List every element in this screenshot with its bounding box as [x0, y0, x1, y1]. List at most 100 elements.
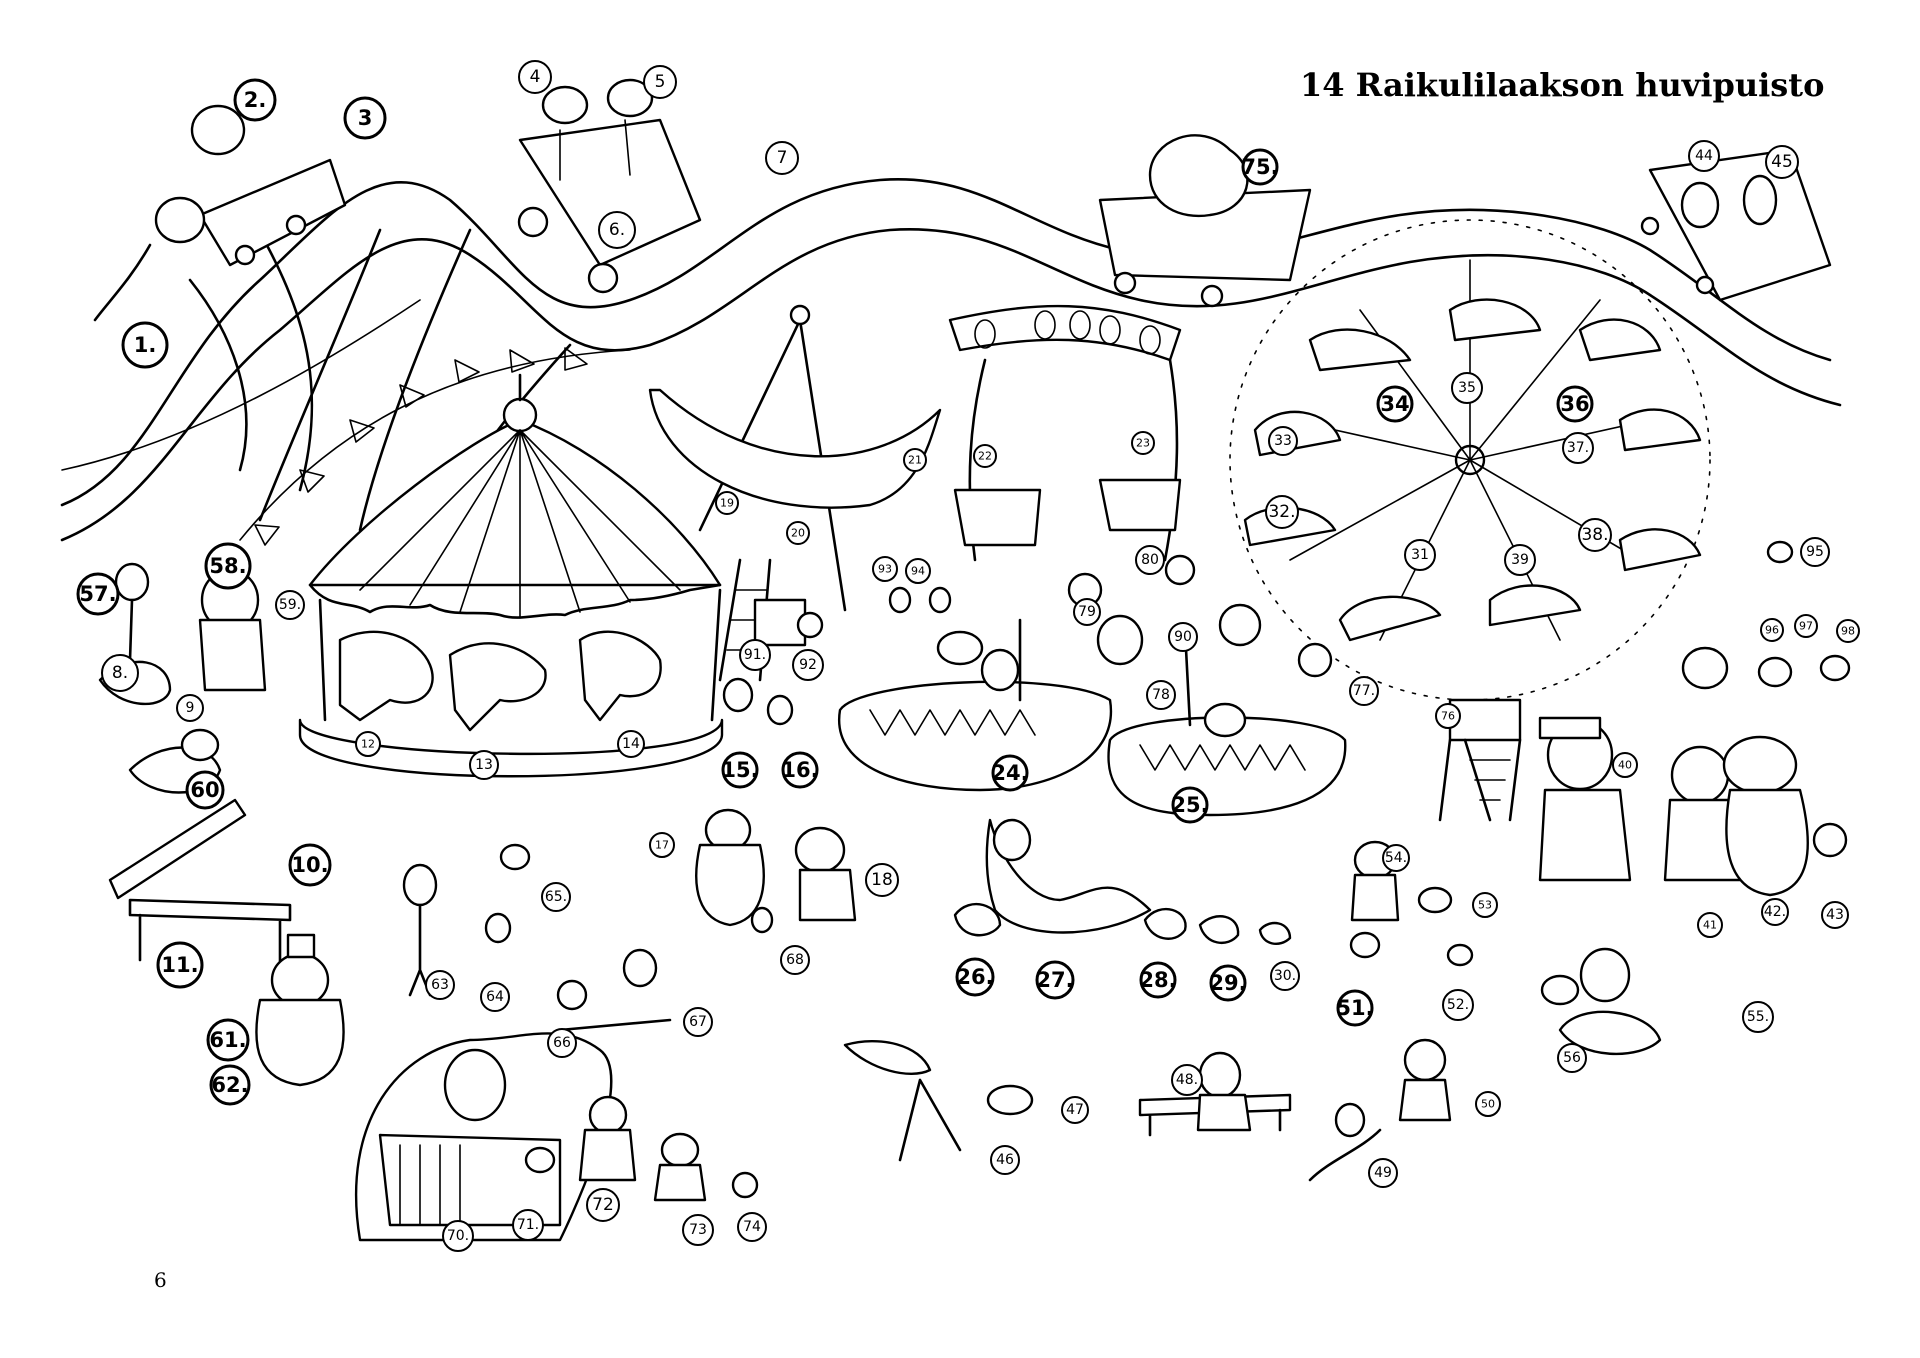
callout-37: 37. [1562, 432, 1594, 464]
page-number: 6 [154, 1268, 167, 1292]
page-title: 14 Raikulilaakson huvipuisto [1300, 66, 1825, 104]
callout-60: 60 [185, 770, 225, 810]
callout-number: 13 [475, 757, 493, 773]
callout-11: 11. [156, 941, 204, 989]
callout-10: 10. [288, 843, 332, 887]
callout-circle [1168, 622, 1198, 652]
callout-number: 31 [1411, 547, 1429, 563]
callout-circle [1146, 680, 1176, 710]
callout-number: 43 [1826, 907, 1844, 923]
callout-number: 17 [655, 839, 669, 852]
callout-number: 29. [1209, 971, 1246, 995]
callout-number: 80 [1141, 552, 1159, 568]
callout-70: 70. [442, 1220, 474, 1252]
callout-circle [1765, 145, 1799, 179]
callout-circle [512, 1209, 544, 1241]
callout-number: 44 [1695, 148, 1713, 164]
callout-33: 33 [1268, 426, 1298, 456]
callout-67: 67 [683, 1007, 713, 1037]
callout-circle [683, 1007, 713, 1037]
callout-circle [865, 863, 899, 897]
callout-circle [973, 444, 997, 468]
callout-number: 73 [689, 1222, 707, 1238]
callout-number: 33 [1274, 433, 1292, 449]
callout-circle [480, 982, 510, 1012]
callout-circle [1760, 618, 1784, 642]
callout-circle [1435, 703, 1461, 729]
callout-circle [905, 558, 931, 584]
callout-circle [1836, 619, 1860, 643]
callout-number: 46 [996, 1152, 1014, 1168]
callout-circle [469, 750, 499, 780]
callout-circle [1562, 432, 1594, 464]
callout-39: 39 [1504, 544, 1536, 576]
callout-number: 90 [1174, 629, 1192, 645]
callout-number: 52. [1447, 997, 1469, 1013]
callout-44: 44 [1688, 140, 1720, 172]
callout-number: 37. [1567, 440, 1589, 456]
callout-circle [1209, 964, 1247, 1002]
callout-circle [781, 751, 819, 789]
callout-number: 26. [956, 965, 993, 989]
callout-circle [176, 694, 204, 722]
callout-22: 22 [973, 444, 997, 468]
callout-number: 70. [447, 1228, 469, 1244]
callout-circle [617, 730, 645, 758]
callout-number: 67 [689, 1014, 707, 1030]
callout-number: 1. [134, 333, 157, 357]
callout-50: 50 [1475, 1091, 1501, 1117]
callout-number: 47 [1066, 1102, 1084, 1118]
callout-number: 53 [1478, 899, 1492, 912]
callout-31: 31 [1404, 539, 1436, 571]
callout-3: 3 [343, 96, 387, 140]
callout-18: 18 [865, 863, 899, 897]
callout-number: 65. [545, 889, 567, 905]
callout-number: 7 [777, 148, 788, 168]
callout-number: 38. [1581, 525, 1608, 545]
callout-number: 79 [1078, 604, 1096, 620]
callout-65: 65. [541, 882, 571, 912]
callout-number: 97 [1799, 620, 1813, 633]
callout-circle [1376, 385, 1414, 423]
callout-32: 32. [1265, 495, 1299, 529]
callout-number: 10. [291, 853, 328, 877]
coaster-car-left [93, 104, 347, 322]
callout-number: 62. [211, 1073, 248, 1097]
callout-circle [1241, 148, 1279, 186]
callout-number: 50 [1481, 1098, 1495, 1111]
callout-number: 58. [209, 554, 246, 578]
callout-number: 76 [1441, 710, 1455, 723]
bench-left [108, 798, 292, 967]
callout-number: 59. [279, 597, 301, 613]
callout-96: 96 [1760, 618, 1784, 642]
callout-circle [1382, 844, 1410, 872]
characters [98, 540, 1851, 1202]
callout-number: 78 [1152, 687, 1170, 703]
callout-circle [643, 65, 677, 99]
callout-circle [792, 649, 824, 681]
callout-19: 19 [715, 491, 739, 515]
callout-circle [1697, 912, 1723, 938]
callout-number: 19 [720, 497, 734, 510]
callout-77: 77. [1349, 676, 1379, 706]
callout-26: 26. [955, 957, 995, 997]
callout-1: 1. [121, 321, 169, 369]
callout-91: 91. [739, 639, 771, 671]
callout-circle [1556, 385, 1594, 423]
callout-72: 72 [586, 1188, 620, 1222]
callout-52: 52. [1442, 989, 1474, 1021]
callout-13: 13 [469, 750, 499, 780]
callout-95: 95 [1800, 537, 1830, 567]
callout-number: 56 [1563, 1050, 1581, 1066]
callout-75: 75. [1241, 148, 1279, 186]
callout-circle [1268, 426, 1298, 456]
callout-78: 78 [1146, 680, 1176, 710]
callout-number: 68 [786, 952, 804, 968]
callout-16: 16. [781, 751, 819, 789]
callout-number: 4 [530, 67, 541, 87]
callout-circle [1131, 431, 1155, 455]
callout-circle [1451, 372, 1483, 404]
callout-47: 47 [1061, 1096, 1089, 1124]
callout-number: 96 [1765, 624, 1779, 637]
